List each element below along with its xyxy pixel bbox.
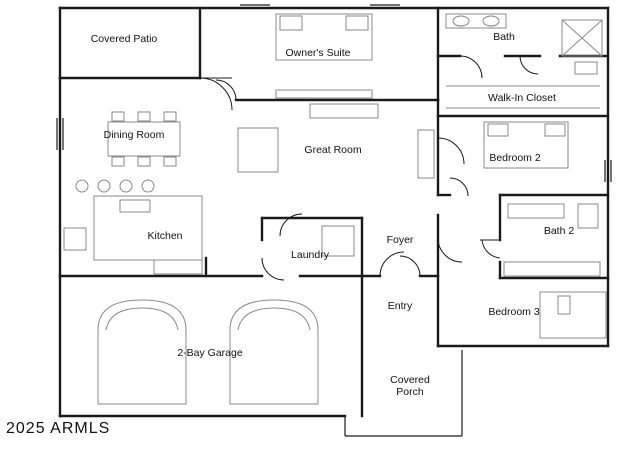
- windows: [56, 4, 612, 182]
- label-foyer: Foyer: [387, 234, 414, 246]
- copyright-notice: 2025 ARMLS: [6, 420, 111, 437]
- label-covered-porch-line1: Covered: [390, 374, 430, 386]
- label-bedroom-2: Bedroom 2: [489, 152, 541, 164]
- furniture: [63, 13, 607, 405]
- label-bedroom-3: Bedroom 3: [488, 306, 540, 318]
- label-kitchen: Kitchen: [147, 230, 182, 242]
- label-walk-in-closet: Walk-In Closet: [488, 92, 556, 104]
- label-owners-suite: Owner's Suite: [285, 47, 350, 59]
- label-laundry: Laundry: [291, 249, 330, 261]
- label-covered-porch-line2: Porch: [396, 386, 424, 398]
- label-dining-room: Dining Room: [104, 129, 165, 141]
- doors: [199, 55, 539, 281]
- label-covered-patio: Covered Patio: [91, 33, 158, 45]
- room-labels: Covered Patio Owner's Suite Bath Walk-In…: [91, 31, 575, 398]
- label-garage: 2-Bay Garage: [177, 347, 243, 359]
- label-bath-2: Bath 2: [544, 225, 575, 237]
- label-entry: Entry: [388, 300, 413, 312]
- label-bath: Bath: [493, 31, 515, 43]
- interior-walls: [58, 6, 610, 418]
- label-great-room: Great Room: [304, 144, 361, 156]
- exterior-walls: [58, 6, 610, 437]
